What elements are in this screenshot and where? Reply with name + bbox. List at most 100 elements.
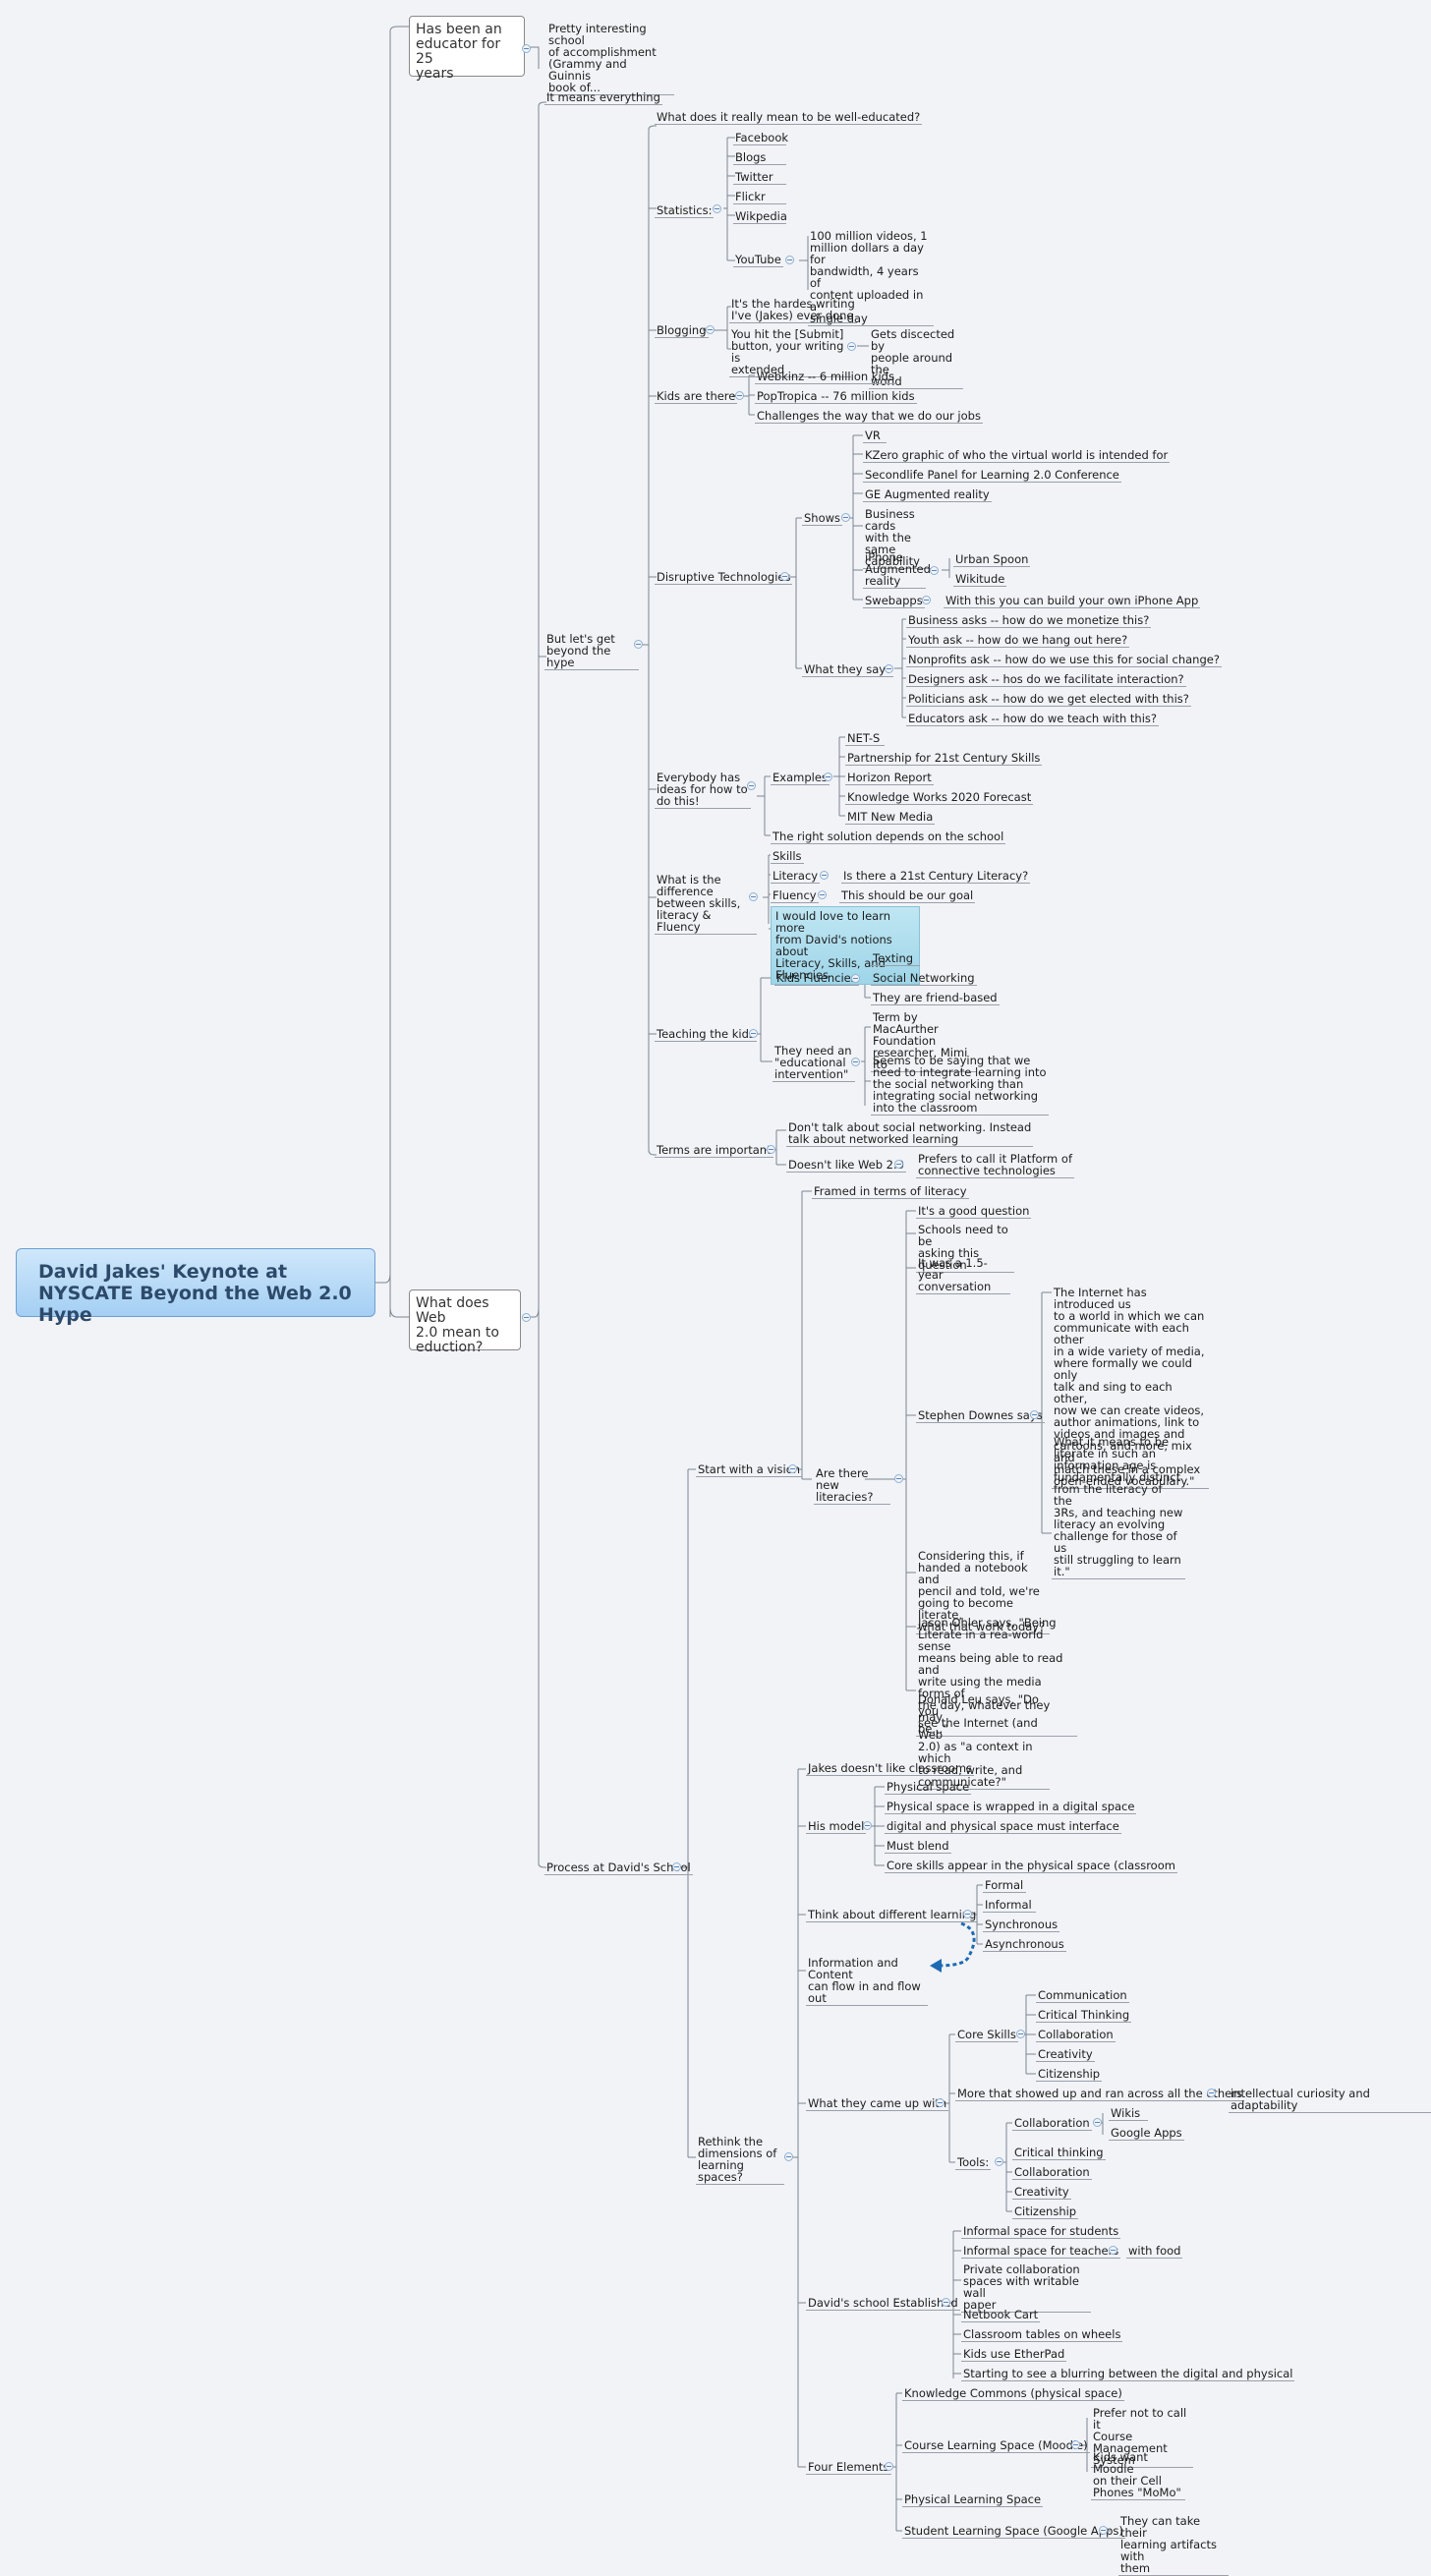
collapse-toggle-icon[interactable]: [894, 1160, 903, 1169]
node-horizon[interactable]: Horizon Report: [845, 771, 934, 785]
node-physical-learning-space[interactable]: Physical Learning Space: [902, 2492, 1044, 2507]
collapse-toggle-icon[interactable]: [885, 664, 893, 673]
node-framed[interactable]: Framed in terms of literacy: [812, 1184, 969, 1199]
node-dont-like-web20[interactable]: Doesn't like Web 2.0: [786, 1158, 906, 1173]
node-nonprofit-ask[interactable]: Nonprofits ask -- how do we use this for…: [906, 653, 1222, 667]
collapse-toggle-icon[interactable]: [634, 640, 643, 649]
node-curiosity[interactable]: intellectual curiosity and adaptability: [1229, 2087, 1431, 2113]
node-kids-there[interactable]: Kids are there: [655, 389, 738, 404]
collapse-toggle-icon[interactable]: [963, 1910, 972, 1918]
node-poptropica[interactable]: PopTropica -- 76 million kids: [755, 389, 917, 404]
node-creativity[interactable]: Creativity: [1036, 2047, 1095, 2062]
node-downes[interactable]: Stephen Downes says: [916, 1408, 1045, 1423]
node-downes-q2[interactable]: What it means to be literate in such an …: [1052, 1435, 1185, 1579]
node-macarthur[interactable]: Term by MacAurther Foundation researcher…: [871, 1010, 977, 1072]
central-topic[interactable]: David Jakes' Keynote at NYSCATE Beyond t…: [16, 1248, 375, 1326]
node-partnership[interactable]: Partnership for 21st Century Skills: [845, 751, 1043, 766]
collapse-toggle-icon[interactable]: [841, 513, 850, 522]
collapse-toggle-icon[interactable]: [749, 892, 758, 901]
node-iphone-ar[interactable]: iPhone Augmented reality: [863, 550, 931, 589]
node-collaboration[interactable]: Collaboration: [1036, 2028, 1116, 2042]
node-nets[interactable]: NET-S: [845, 731, 885, 746]
collapse-toggle-icon[interactable]: [1207, 2089, 1216, 2097]
collapse-toggle-icon[interactable]: [788, 1464, 797, 1473]
collapse-toggle-icon[interactable]: [1016, 2030, 1025, 2038]
node-tools-citizenship[interactable]: Citizenship: [1012, 2204, 1079, 2219]
node-google-apps[interactable]: Google Apps: [1109, 2126, 1184, 2141]
node-synchronous[interactable]: Synchronous: [983, 1918, 1060, 1932]
node-physical-space[interactable]: Physical space: [885, 1780, 972, 1795]
node-tables[interactable]: Classroom tables on wheels: [961, 2327, 1123, 2342]
node-shows[interactable]: Shows: [802, 511, 843, 526]
node-integrate[interactable]: Seems to be saying that we need to integ…: [871, 1054, 1049, 1116]
collapse-toggle-icon[interactable]: [995, 2157, 1003, 2166]
collapse-toggle-icon[interactable]: [930, 566, 939, 575]
collapse-toggle-icon[interactable]: [851, 1058, 860, 1066]
node-what-they-say[interactable]: What they say?: [802, 662, 894, 677]
collapse-toggle-icon[interactable]: [847, 342, 856, 351]
node-flickr[interactable]: Flickr: [733, 190, 786, 204]
collapse-toggle-icon[interactable]: [1099, 2526, 1108, 2535]
node-web20-question[interactable]: What does Web 2.0 mean to eduction?: [409, 1289, 521, 1355]
node-urban-spoon[interactable]: Urban Spoon: [953, 552, 1031, 567]
node-core-skills-appear[interactable]: Core skills appear in the physical space…: [885, 1859, 1177, 1873]
node-leu[interactable]: Donald Leu says, "Do you see the Interne…: [916, 1692, 1050, 1790]
node-his-model[interactable]: His model: [806, 1819, 867, 1834]
collapse-toggle-icon[interactable]: [522, 1313, 531, 1322]
collapse-toggle-icon[interactable]: [885, 2462, 893, 2471]
node-tools-collaboration-2[interactable]: Collaboration: [1012, 2165, 1092, 2180]
node-educational-intervention[interactable]: They need an "educational intervention": [773, 1044, 855, 1082]
node-new-literacies[interactable]: Are there new literacies?: [814, 1466, 890, 1505]
node-politician-ask[interactable]: Politicians ask -- how do we get elected…: [906, 692, 1191, 707]
node-love-to-learn[interactable]: I would love to learn more from David's …: [771, 906, 920, 985]
node-swebapps[interactable]: Swebapps: [863, 594, 925, 608]
node-goal[interactable]: This should be our goal: [839, 888, 976, 903]
node-skills[interactable]: Skills: [771, 849, 804, 864]
node-good-question[interactable]: It's a good question: [916, 1204, 1032, 1219]
node-must-blend[interactable]: Must blend: [885, 1839, 951, 1854]
node-no-classrooms[interactable]: Jakes doesn't like classrooms: [806, 1761, 975, 1776]
node-right-solution[interactable]: The right solution depends on the school: [771, 830, 1006, 844]
node-wikipedia[interactable]: Wikpedia: [733, 209, 787, 224]
node-schools-need[interactable]: Schools need to be asking this question: [916, 1223, 1014, 1273]
node-tools-critical-thinking[interactable]: Critical thinking: [1012, 2146, 1106, 2160]
node-with-food[interactable]: with food: [1126, 2244, 1183, 2259]
collapse-toggle-icon[interactable]: [922, 596, 931, 604]
collapse-toggle-icon[interactable]: [936, 2098, 944, 2107]
node-designer-ask[interactable]: Designers ask -- hos do we facilitate in…: [906, 672, 1186, 687]
collapse-toggle-icon[interactable]: [820, 871, 829, 880]
collapse-toggle-icon[interactable]: [672, 1862, 681, 1871]
node-educator[interactable]: Has been an educator for 25 years: [409, 16, 525, 82]
node-knowledge-works[interactable]: Knowledge Works 2020 Forecast: [845, 790, 1034, 805]
collapse-toggle-icon[interactable]: [747, 781, 756, 790]
collapse-toggle-icon[interactable]: [824, 773, 832, 781]
node-beyond-hype[interactable]: But let's get beyond the hype: [544, 632, 639, 670]
node-youth-ask[interactable]: Youth ask -- how do we hang out here?: [906, 633, 1130, 648]
collapse-toggle-icon[interactable]: [1093, 2118, 1102, 2127]
collapse-toggle-icon[interactable]: [713, 204, 721, 213]
node-business-ask[interactable]: Business asks -- how do we monetize this…: [906, 613, 1152, 628]
collapse-toggle-icon[interactable]: [785, 256, 794, 264]
node-mit[interactable]: MIT New Media: [845, 810, 936, 825]
node-fluency[interactable]: Fluency: [771, 888, 819, 903]
node-youtube[interactable]: YouTube: [733, 253, 783, 267]
node-must-interface[interactable]: digital and physical space must interfac…: [885, 1819, 1121, 1834]
node-tools-creativity[interactable]: Creativity: [1012, 2185, 1071, 2200]
node-statistics[interactable]: Statistics:: [655, 203, 715, 218]
node-blurring[interactable]: Starting to see a blurring between the d…: [961, 2367, 1295, 2381]
collapse-toggle-icon[interactable]: [780, 572, 789, 581]
node-hardest-writing[interactable]: It's the hardes writing I've (Jakes) eve…: [729, 297, 857, 323]
node-literacy[interactable]: Literacy: [771, 869, 821, 884]
node-kids-fluencies[interactable]: Kids Fluencies: [774, 971, 859, 986]
node-21c-literacy[interactable]: Is there a 21st Century Literacy?: [841, 869, 1031, 884]
node-process[interactable]: Process at David's School: [544, 1860, 693, 1875]
collapse-toggle-icon[interactable]: [1030, 1410, 1039, 1419]
node-ohler[interactable]: Jason Ohler says, "Being Literate in a r…: [916, 1616, 1077, 1737]
node-etherpad[interactable]: Kids use EtherPad: [961, 2347, 1067, 2362]
node-wrapped[interactable]: Physical space is wrapped in a digital s…: [885, 1800, 1137, 1814]
node-informal-teachers[interactable]: Informal space for teachers: [961, 2244, 1121, 2259]
node-established[interactable]: David's school Established: [806, 2296, 960, 2311]
node-wikitude[interactable]: Wikitude: [953, 572, 1007, 587]
node-informal[interactable]: Informal: [983, 1898, 1036, 1913]
node-youtube-stats[interactable]: 100 million videos, 1 million dollars a …: [808, 229, 934, 326]
